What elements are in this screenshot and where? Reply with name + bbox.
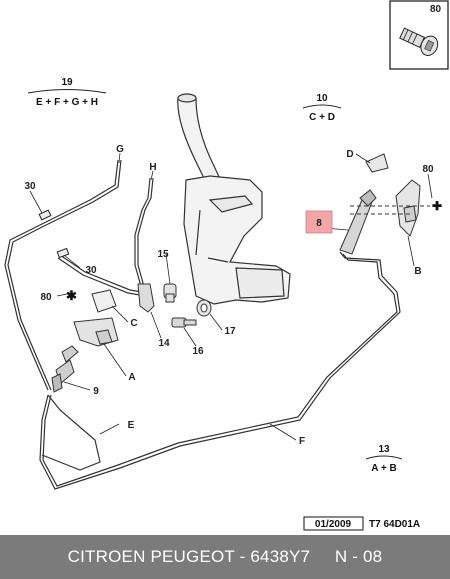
callout-F: F bbox=[299, 436, 305, 447]
washer-reservoir bbox=[177, 93, 291, 305]
callout-10: 10 bbox=[316, 93, 328, 104]
screw-16 bbox=[171, 317, 197, 328]
callout-G: G bbox=[116, 144, 124, 155]
callout-E: E bbox=[128, 420, 135, 431]
callout-30-lower: 30 bbox=[85, 265, 97, 276]
callout-80-right: 80 bbox=[422, 164, 434, 175]
callout-19-sub: E + F + G + H bbox=[36, 97, 98, 108]
bracket-b bbox=[395, 179, 421, 237]
footer-caption-bar: CITROEN PEUGEOT - 6438Y7 N - 08 bbox=[0, 535, 450, 579]
callout-D: D bbox=[346, 149, 353, 160]
connector-14 bbox=[137, 283, 155, 313]
callout-8: 8 bbox=[316, 218, 322, 229]
callout-A: A bbox=[128, 372, 135, 383]
grommet-17 bbox=[196, 299, 212, 317]
callout-15: 15 bbox=[157, 249, 169, 260]
callout-13-sub: A + B bbox=[371, 463, 396, 474]
screw-detail-box: 80 bbox=[389, 0, 449, 70]
grommet-30-upper bbox=[38, 209, 52, 221]
highlight-part-8 bbox=[305, 210, 333, 234]
callout-C: C bbox=[130, 318, 137, 329]
callout-13: 13 bbox=[378, 444, 390, 455]
callout-16: 16 bbox=[192, 346, 204, 357]
hose-g-h bbox=[4, 159, 154, 391]
nozzle-9 bbox=[51, 345, 79, 393]
callout-80-left: 80 bbox=[40, 292, 52, 303]
revision-stamp: 01/2009 T7 64D01A bbox=[303, 516, 420, 531]
exploded-parts-diagram: 80 19 E + F + G + H 10 C + D 13 A + B bbox=[4, 0, 449, 531]
nozzle-body-a bbox=[73, 317, 119, 347]
callout-13-group: 13 A + B bbox=[365, 444, 403, 474]
footer-caption: CITROEN PEUGEOT - 6438Y7 N - 08 bbox=[67, 547, 383, 566]
callout-19: 19 bbox=[61, 77, 73, 88]
screw-icon bbox=[399, 27, 439, 56]
callout-19-group: 19 E + F + G + H bbox=[27, 77, 107, 108]
callout-9: 9 bbox=[93, 386, 99, 397]
grommet-30-lower bbox=[56, 247, 70, 259]
callout-B: B bbox=[414, 266, 421, 277]
washer-hose bbox=[39, 251, 401, 490]
star-marker-left: ✱ bbox=[66, 288, 77, 303]
dashed-alignment bbox=[350, 205, 430, 215]
nozzle-cover-d bbox=[365, 153, 389, 173]
plus-marker-right: ✚ bbox=[432, 199, 442, 213]
stamp-code: T7 64D01A bbox=[369, 519, 420, 530]
nozzle-cap-c bbox=[91, 289, 117, 313]
washer-jet-8 bbox=[339, 189, 377, 255]
callout-14: 14 bbox=[158, 338, 170, 349]
pump-15 bbox=[163, 283, 177, 303]
callout-80-top: 80 bbox=[430, 4, 442, 15]
stamp-date: 01/2009 bbox=[315, 519, 352, 530]
leader-lines bbox=[29, 152, 433, 441]
callout-17: 17 bbox=[224, 326, 236, 337]
callout-10-sub: C + D bbox=[309, 112, 335, 123]
callout-30-upper: 30 bbox=[24, 181, 36, 192]
callout-10-group: 10 C + D bbox=[302, 93, 342, 123]
callout-H: H bbox=[149, 162, 156, 173]
